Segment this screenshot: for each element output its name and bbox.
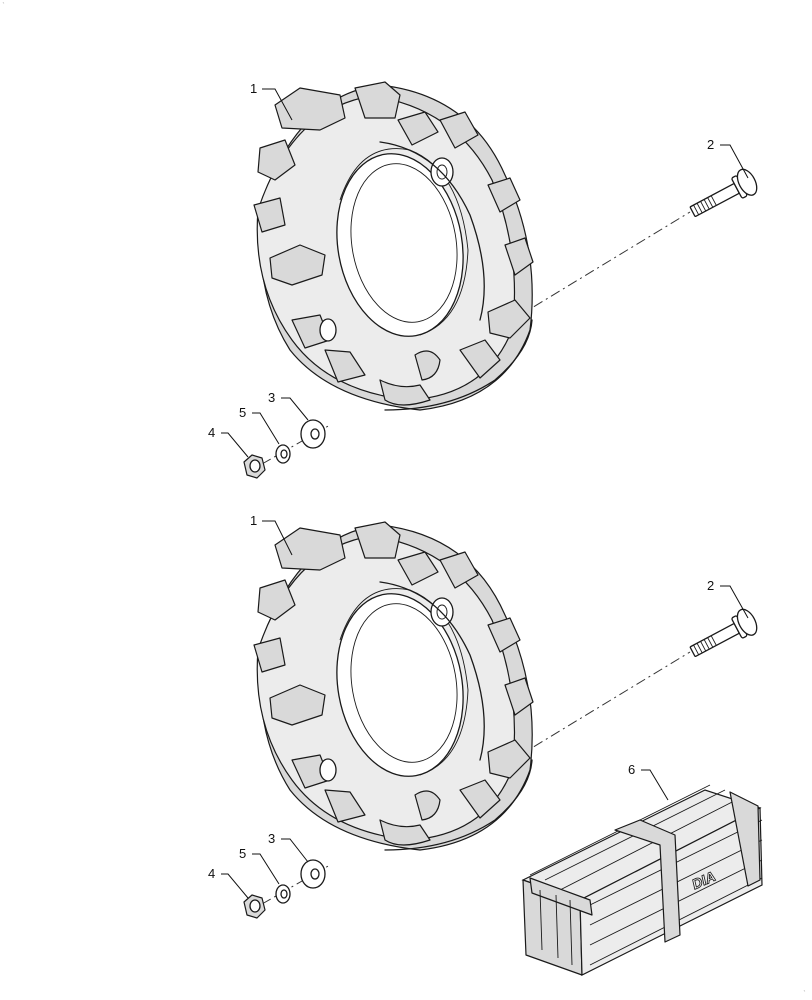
assembly-upper bbox=[243, 81, 762, 479]
callout-1-upper: 1 bbox=[250, 81, 257, 96]
crate: DIA bbox=[521, 784, 763, 976]
callout-4-upper: 4 bbox=[208, 425, 215, 440]
callout-2-upper: 2 bbox=[707, 137, 714, 152]
corner-mark-bottom-right: ` bbox=[803, 990, 807, 998]
callout-5-upper: 5 bbox=[239, 405, 246, 420]
callout-3-upper: 3 bbox=[268, 390, 275, 405]
corner-mark-top-left: ` bbox=[2, 2, 6, 10]
callout-4-lower: 4 bbox=[208, 866, 215, 881]
callout-1-lower: 1 bbox=[250, 513, 257, 528]
callouts-lower: 1 2 3 5 4 6 bbox=[208, 513, 749, 899]
callouts-upper: 1 2 3 5 4 bbox=[208, 81, 749, 458]
callout-6: 6 bbox=[628, 762, 635, 777]
callout-3-lower: 3 bbox=[268, 831, 275, 846]
callout-2-lower: 2 bbox=[707, 578, 714, 593]
callout-5-lower: 5 bbox=[239, 846, 246, 861]
